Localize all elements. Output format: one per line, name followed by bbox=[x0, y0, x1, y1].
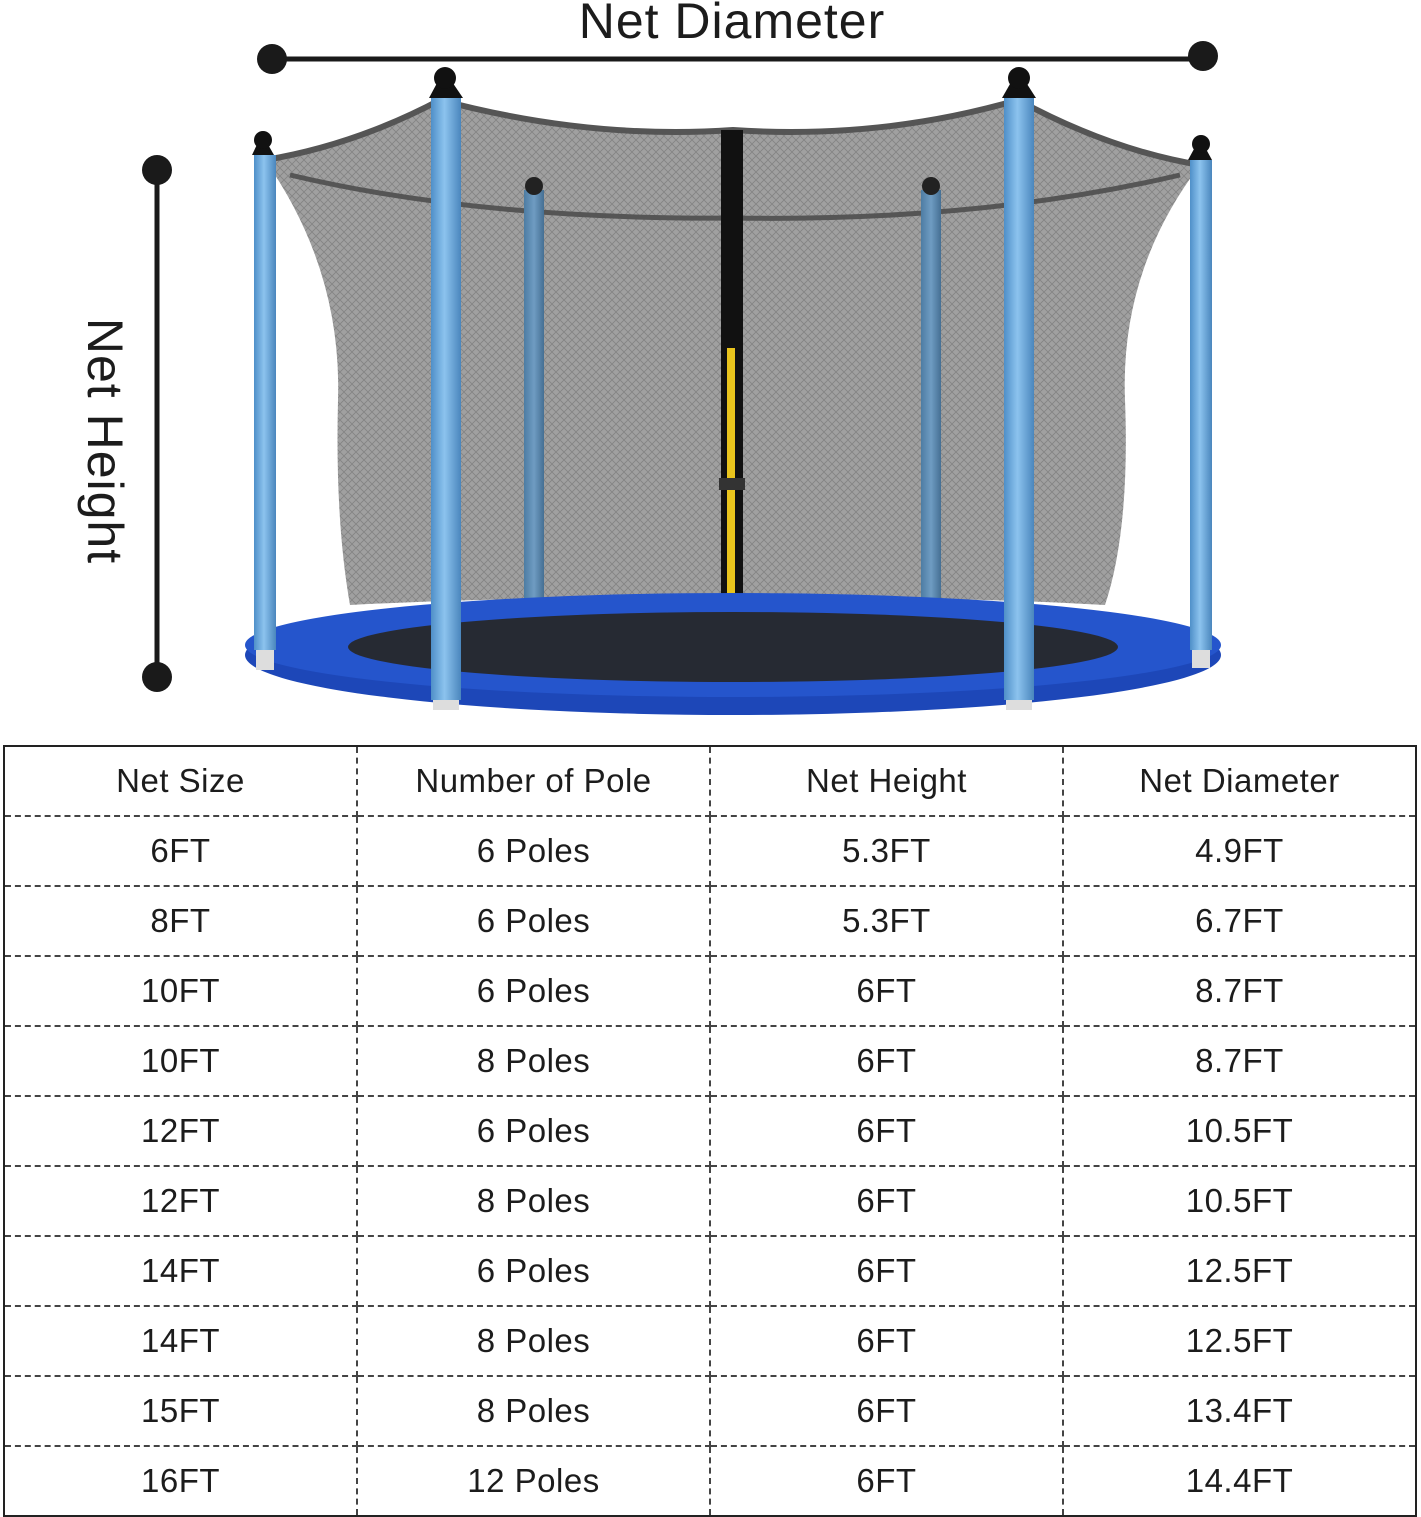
front-pole-right-outer bbox=[1188, 135, 1212, 668]
front-pole-right-inner bbox=[1002, 67, 1036, 710]
table-cell: 10FT bbox=[4, 956, 358, 1027]
front-pole-left-outer bbox=[252, 131, 276, 670]
table-cell: 6FT bbox=[710, 1376, 1064, 1447]
table-cell: 10FT bbox=[4, 1026, 358, 1097]
table-cell: 6 Poles bbox=[357, 1236, 711, 1307]
table-cell: 5.3FT bbox=[710, 886, 1064, 957]
table-cell: 4.9FT bbox=[1063, 816, 1416, 887]
net-diameter-label: Net Diameter bbox=[578, 0, 886, 49]
table-cell: 6FT bbox=[710, 956, 1064, 1027]
table-cell: 14.4FT bbox=[1185, 1462, 1294, 1499]
table-cell: 6FT bbox=[710, 1236, 1064, 1307]
table-cell: 14FT bbox=[4, 1306, 358, 1377]
table-cell: 6FT bbox=[710, 1096, 1064, 1167]
table-cell: 6FT bbox=[4, 816, 358, 887]
column-header: Net Size bbox=[4, 746, 358, 817]
table-cell: 10.5FT bbox=[1063, 1096, 1416, 1167]
table-cell: 6 Poles bbox=[357, 816, 711, 887]
table-cell: 12 Poles bbox=[357, 1446, 711, 1516]
column-header: Net Diameter bbox=[1063, 746, 1416, 817]
trampoline-illustration bbox=[142, 41, 1221, 715]
trampoline-net-diagram: Net Diameter Net Height bbox=[0, 0, 1421, 730]
back-pole bbox=[921, 190, 941, 610]
diameter-dimension-line bbox=[257, 41, 1218, 74]
table-cell: 8 Poles bbox=[357, 1376, 711, 1447]
table-cell: 12FT bbox=[4, 1166, 358, 1237]
column-header: Number of Pole bbox=[357, 746, 711, 817]
table-cell: 6FT bbox=[710, 1026, 1064, 1097]
table-cell: 6 Poles bbox=[357, 956, 711, 1027]
table-header-row: Net Size Number of Pole Net Height Net D… bbox=[4, 746, 1416, 817]
table-cell: 6FT bbox=[710, 1306, 1064, 1377]
table-cell: 6 Poles bbox=[357, 1096, 711, 1167]
table-cell: 6.7FT bbox=[1063, 886, 1416, 957]
table-cell: 6FT bbox=[710, 1166, 1064, 1237]
table-cell: 10.5FT bbox=[1063, 1166, 1416, 1237]
table-cell: 14FT bbox=[4, 1236, 358, 1307]
front-pole-left-inner bbox=[429, 67, 463, 710]
zipper-pull bbox=[727, 348, 735, 683]
height-dimension-line bbox=[142, 155, 172, 692]
table-cell: 8 Poles bbox=[357, 1306, 711, 1377]
net-size-spec-table: Net Size Number of Pole Net Height Net D… bbox=[3, 745, 1417, 1517]
table-cell: 8FT bbox=[4, 886, 358, 957]
table-cell: 8.7FT bbox=[1063, 1026, 1416, 1097]
table-cell: 15FT bbox=[4, 1376, 358, 1447]
table-cell: 5.3FT bbox=[710, 816, 1064, 887]
column-header: Net Height bbox=[710, 746, 1064, 817]
table-cell: 8.7FT bbox=[1063, 956, 1416, 1027]
table-cell: 16FT bbox=[4, 1446, 358, 1516]
table-cell: 6 Poles bbox=[357, 886, 711, 957]
jumping-mat bbox=[348, 612, 1118, 682]
table-cell: 12.5FT bbox=[1063, 1306, 1416, 1377]
back-pole bbox=[524, 190, 544, 610]
table-cell: 12FT bbox=[4, 1096, 358, 1167]
table-cell: 8 Poles bbox=[357, 1166, 711, 1237]
table-cell: 12.5FT bbox=[1063, 1236, 1416, 1307]
table-cell: 8 Poles bbox=[357, 1026, 711, 1097]
table-cell: 6FT bbox=[710, 1446, 1064, 1516]
table-cell: 13.4FT bbox=[1063, 1376, 1416, 1447]
net-height-label: Net Height bbox=[77, 317, 133, 565]
